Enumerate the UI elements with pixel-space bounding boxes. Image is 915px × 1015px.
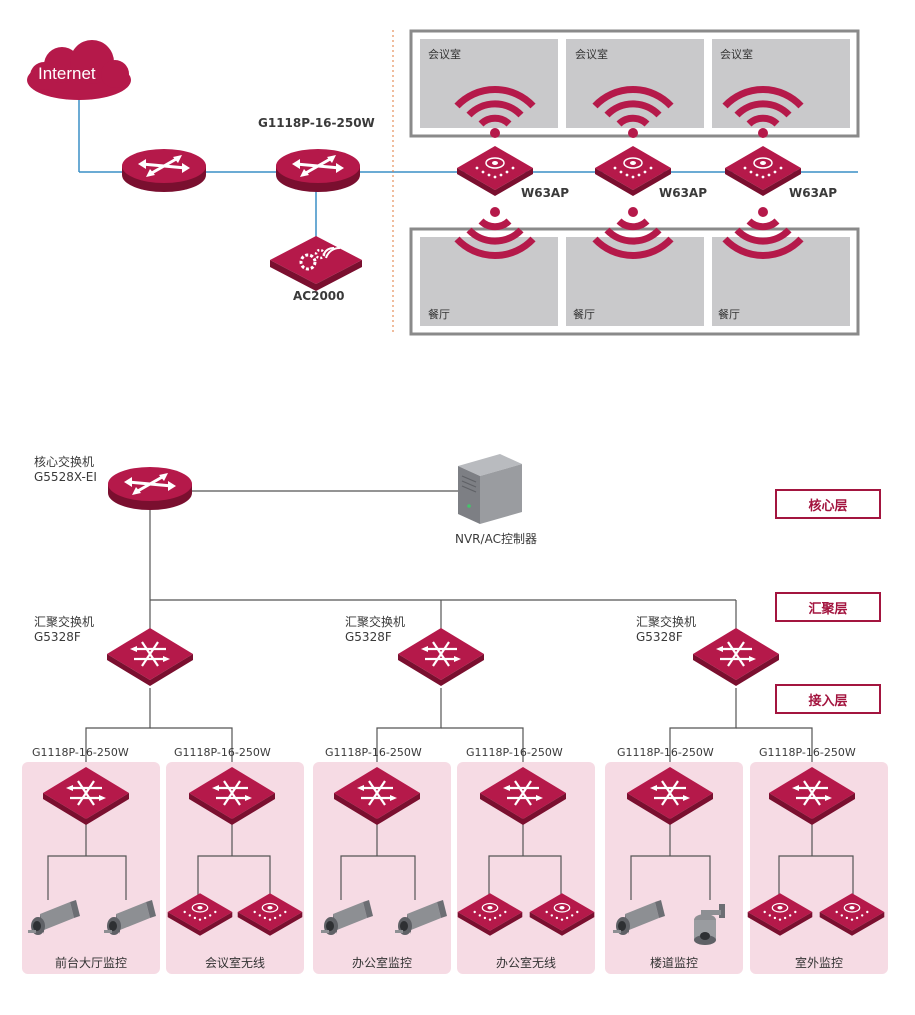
router-icon bbox=[120, 147, 208, 194]
group-label: 会议室无线 bbox=[204, 956, 265, 970]
meeting-room-2 bbox=[566, 39, 704, 128]
access-switch-label: G1118P-16-250W bbox=[32, 746, 129, 759]
access-switch-label: G1118P-16-250W bbox=[759, 746, 856, 759]
access-switch-label: G1118P-16-250W bbox=[325, 746, 422, 759]
top-switch-label: G1118P-16-250W bbox=[258, 116, 375, 130]
agg-switch-model: G5328F bbox=[345, 630, 392, 644]
restaurant-2 bbox=[566, 237, 704, 326]
layer-core: 核心层 bbox=[775, 489, 881, 519]
aggregation-switch-icon bbox=[396, 626, 486, 688]
server-icon bbox=[458, 454, 522, 524]
group-label: 前台大厅监控 bbox=[54, 956, 127, 970]
core-switch-model: G5528X-EI bbox=[34, 470, 97, 484]
access-links bbox=[85, 688, 813, 770]
access-switch-label: G1118P-16-250W bbox=[466, 746, 563, 759]
restaurant-label: 餐厅 bbox=[428, 308, 450, 321]
ac-controller-icon bbox=[270, 236, 362, 291]
group-label: 办公室无线 bbox=[495, 956, 556, 970]
ap-label: W63AP bbox=[659, 186, 708, 200]
group-label: 楼道监控 bbox=[649, 956, 698, 970]
restaurant-label: 餐厅 bbox=[573, 308, 595, 321]
restaurant-label: 餐厅 bbox=[718, 308, 740, 321]
meeting-room-label: 会议室 bbox=[575, 48, 608, 61]
agg-switch-model: G5328F bbox=[34, 630, 81, 644]
agg-switch-title: 汇聚交换机 bbox=[345, 615, 406, 629]
core-switch-title: 核心交换机 bbox=[34, 455, 95, 469]
layer-access: 接入层 bbox=[775, 684, 881, 714]
meeting-room-label: 会议室 bbox=[720, 48, 753, 61]
internet-cloud-icon bbox=[27, 40, 131, 100]
group-label: 室外监控 bbox=[794, 956, 843, 970]
ap-label: W63AP bbox=[521, 186, 570, 200]
ac-label: AC2000 bbox=[293, 289, 345, 303]
agg-switch-title: 汇聚交换机 bbox=[34, 615, 95, 629]
agg-switch-title: 汇聚交换机 bbox=[636, 615, 697, 629]
meeting-room-1 bbox=[420, 39, 558, 128]
poe-switch-icon bbox=[274, 147, 362, 194]
core-switch-icon bbox=[106, 465, 194, 512]
ap-label: W63AP bbox=[789, 186, 838, 200]
group-label: 办公室监控 bbox=[351, 956, 412, 970]
agg-switch-model: G5328F bbox=[636, 630, 683, 644]
server-label: NVR/AC控制器 bbox=[455, 532, 537, 546]
layer-aggregation: 汇聚层 bbox=[775, 592, 881, 622]
aggregation-switch-icon bbox=[691, 626, 781, 688]
access-switch-label: G1118P-16-250W bbox=[617, 746, 714, 759]
meeting-room-label: 会议室 bbox=[428, 48, 461, 61]
access-switch-label: G1118P-16-250W bbox=[174, 746, 271, 759]
meeting-room-3 bbox=[712, 39, 850, 128]
internet-label: Internet bbox=[38, 64, 96, 83]
aggregation-switch-icon bbox=[105, 626, 195, 688]
